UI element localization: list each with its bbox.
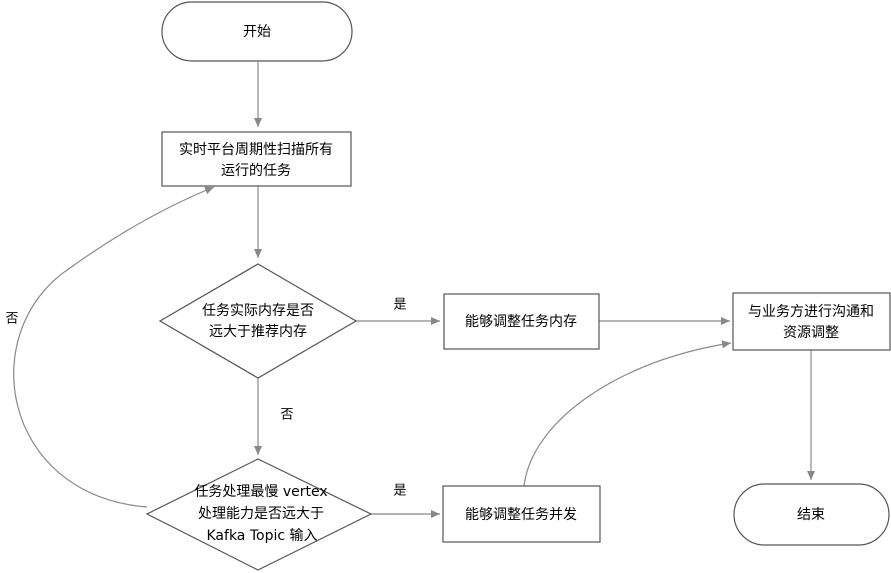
scan-process-box bbox=[161, 131, 352, 187]
adjust-memory-box bbox=[443, 293, 600, 350]
memory-yes-label: 是 bbox=[393, 298, 406, 313]
node-memory-check: 任务实际内存是否 远大于推荐内存 bbox=[158, 263, 358, 379]
vertex-check-label-line-2: 处理能力是否远大于 bbox=[198, 506, 324, 522]
vertex-yes-label: 是 bbox=[393, 484, 406, 499]
node-start: 开始 bbox=[161, 1, 353, 62]
communicate-box bbox=[732, 292, 891, 351]
end-label: 结束 bbox=[797, 507, 825, 523]
vertex-check-label-line-1: 任务处理最慢 vertex bbox=[194, 483, 327, 500]
edge-adjust-parallelism-to-communicate bbox=[523, 340, 732, 487]
vertex-no-label: 否 bbox=[5, 312, 18, 327]
memory-check-decision bbox=[158, 263, 358, 379]
scan-label-line-2: 运行的任务 bbox=[221, 163, 291, 179]
start-terminator bbox=[161, 1, 353, 62]
adjust-parallelism-label: 能够调整任务并发 bbox=[465, 507, 577, 523]
node-communicate: 与业务方进行沟通和 资源调整 bbox=[732, 292, 891, 351]
memory-no-label: 否 bbox=[280, 408, 293, 423]
vertex-check-label-line-3: Kafka Topic 输入 bbox=[207, 528, 318, 544]
adjust-parallelism-box bbox=[442, 485, 601, 543]
vertex-check-decision bbox=[145, 458, 373, 571]
node-end: 结束 bbox=[733, 483, 890, 546]
communicate-label-line-1: 与业务方进行沟通和 bbox=[748, 304, 874, 320]
scan-label-line-1: 实时平台周期性扫描所有 bbox=[179, 142, 333, 158]
communicate-label-line-2: 资源调整 bbox=[783, 325, 839, 341]
edges bbox=[13, 62, 815, 518]
node-scan: 实时平台周期性扫描所有 运行的任务 bbox=[161, 131, 352, 187]
edge-vertex-no-loop bbox=[13, 186, 215, 508]
node-adjust-memory: 能够调整任务内存 bbox=[443, 293, 600, 350]
end-terminator bbox=[733, 483, 890, 546]
adjust-memory-label: 能够调整任务内存 bbox=[465, 314, 577, 330]
node-adjust-parallelism: 能够调整任务并发 bbox=[442, 485, 601, 543]
node-vertex-check: 任务处理最慢 vertex 处理能力是否远大于 Kafka Topic 输入 bbox=[145, 458, 373, 571]
start-label: 开始 bbox=[243, 24, 271, 40]
memory-check-label-line-2: 远大于推荐内存 bbox=[209, 324, 307, 340]
memory-check-label-line-1: 任务实际内存是否 bbox=[202, 303, 314, 319]
